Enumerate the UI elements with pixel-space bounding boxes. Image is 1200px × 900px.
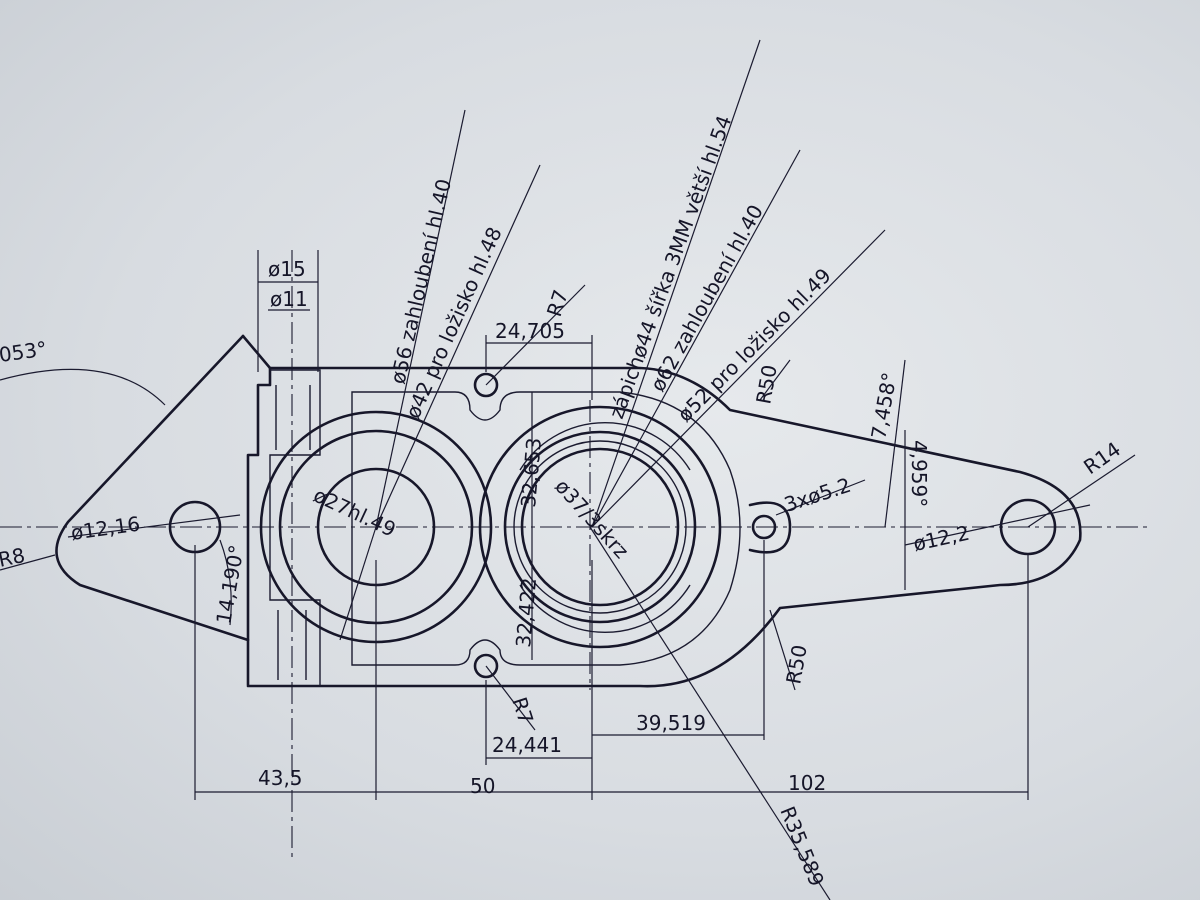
leader-c44 [591,39,761,528]
leader-c62 [591,149,801,528]
inner-pocket [351,391,741,666]
label-d12-2: ø12,2 [911,521,972,556]
top-bolt-hole [473,372,499,398]
right-bore-middle [503,430,697,624]
left-lobe-outline [55,334,250,642]
label-angle-4-959: 4,959° [907,440,931,507]
dim-line-7-458 [884,359,906,528]
label-d27: ø27hl.49 [310,483,400,542]
label-d12-16: ø12,16 [69,512,141,545]
right-bore-arc-top [519,422,691,471]
label-r50-top: R50 [751,363,781,406]
label-r7-bottom: R7 [507,694,538,727]
leader-r50-bottom [769,609,796,691]
dimension-labels: 053° R8 ø12,16 14,190° ø15 ø11 43,5 50 1… [0,257,1125,890]
dimension-lines [0,39,1136,900]
label-43-5: 43,5 [258,766,303,790]
left-lobe-top-edge [241,334,272,370]
right-bore-inner [520,447,680,607]
label-r35-589: R35,589 [775,803,829,890]
label-d37: ø37/3skrz [550,474,633,563]
leader-r8 [0,554,56,571]
bottom-bolt-hole [473,653,499,679]
leader-d12-2 [904,504,1091,546]
label-3xd5-2: 3xø5.2 [781,473,854,517]
label-r14: R14 [1079,437,1125,479]
leader-d27 [339,526,377,641]
side-hole-boss [748,501,792,554]
angle-arc-14-190 [219,539,232,626]
label-d11: ø11 [270,287,308,311]
label-r7-top: R7 [542,287,573,320]
leader-r35-589 [589,526,831,900]
leader-r7-top [485,284,586,386]
shaft-boss [269,369,321,686]
label-r50-bottom: R50 [781,643,811,686]
main-body-outline [246,366,1082,688]
label-r8: R8 [0,543,27,572]
leader-c56 [375,109,466,528]
label-angle-top-left: 053° [0,336,48,366]
label-32-422: 32,422 [511,577,541,649]
right-bore-arc-bottom [519,584,691,633]
leader-r7-bottom [485,665,536,731]
label-32-653: 32,653 [516,437,546,509]
label-50: 50 [470,774,495,798]
part-outline [55,334,1082,688]
right-bore-outer [478,405,722,649]
side-bolt-hole [751,514,777,540]
leader-c52 [591,229,886,528]
right-lug-hole [999,498,1057,556]
right-bore-groove [513,440,687,614]
label-24-441: 24,441 [492,733,562,757]
label-24-705: 24,705 [495,319,565,343]
angle-arc-top-left [0,368,166,406]
center-lines [0,250,1150,860]
label-d15: ø15 [268,257,306,281]
leader-c42 [375,164,541,528]
label-102: 102 [788,771,826,795]
label-angle-14-190: 14,190° [211,543,249,626]
leader-r14 [1027,454,1136,528]
leader-r50-top [759,359,791,401]
leader-d12-16 [67,514,241,538]
label-39-519: 39,519 [636,711,706,735]
leader-3xd5-2 [775,479,866,516]
